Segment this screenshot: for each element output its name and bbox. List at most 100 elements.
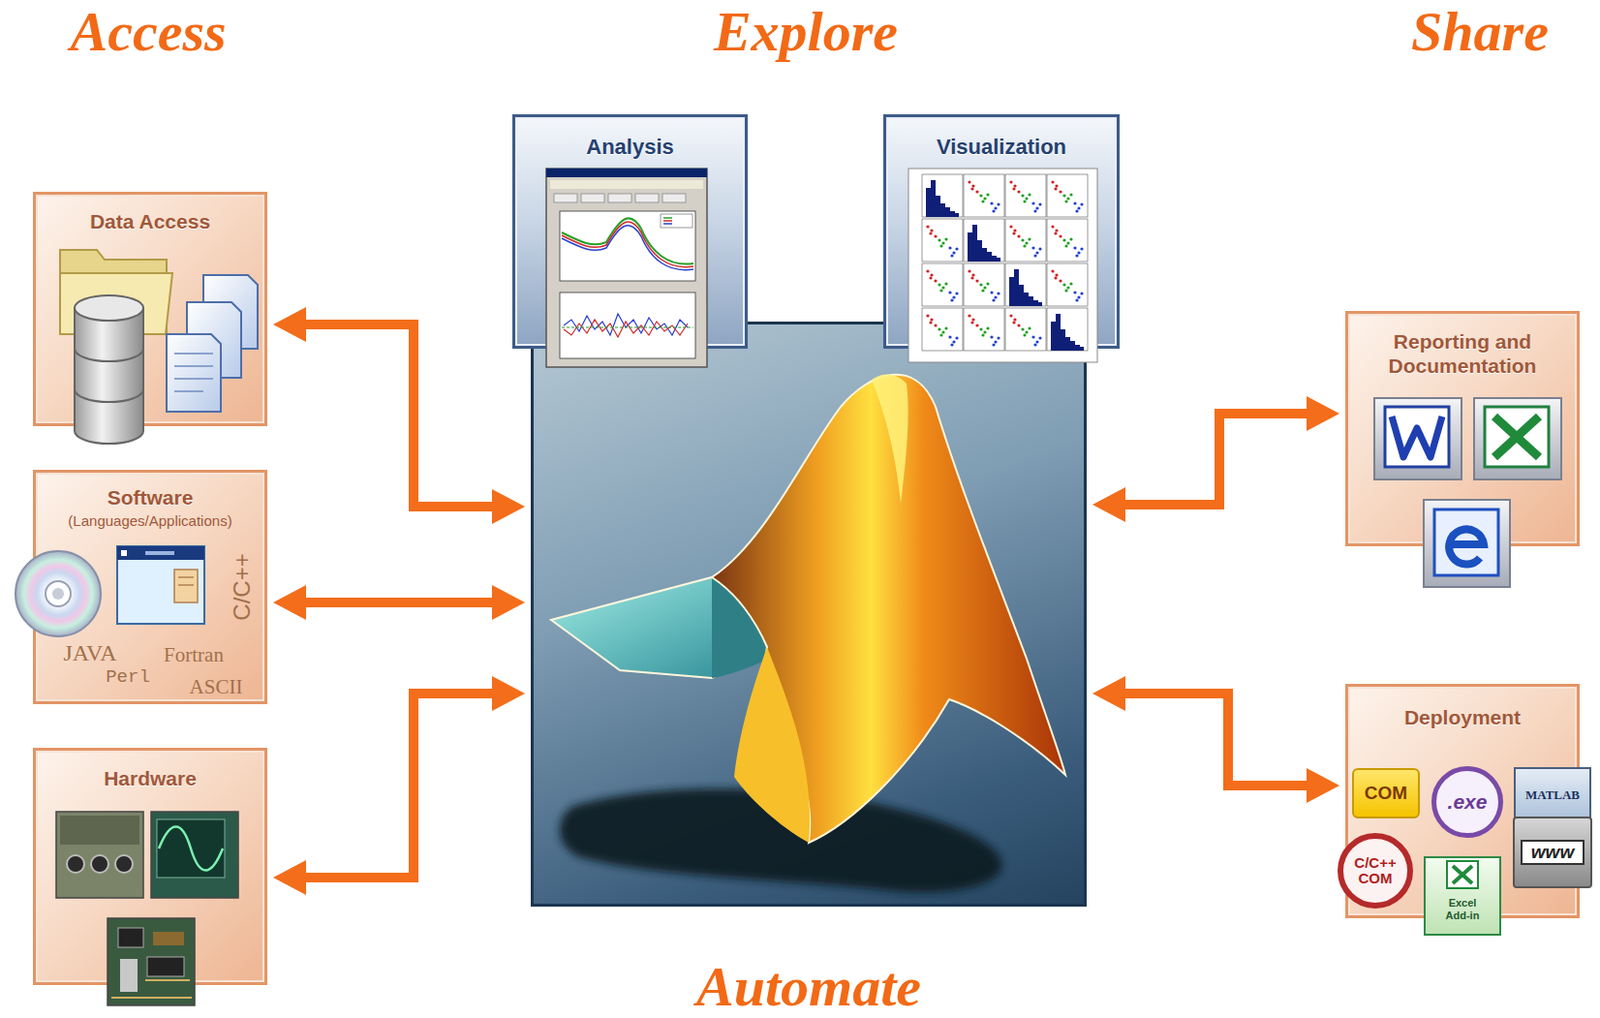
data-access-icons-part (174, 377, 214, 380)
analysis-screenshot-part (662, 193, 686, 203)
analysis-screenshot (546, 168, 708, 368)
stage-heading: Explore (660, 3, 952, 61)
stage-heading: Share (1363, 3, 1597, 61)
box-text: JAVA (62, 640, 117, 667)
hardware-photos-part (156, 819, 225, 878)
visualization-plot-matrix-part (1005, 218, 1047, 262)
analysis-screenshot-part (663, 222, 673, 225)
arrow-head (1092, 676, 1126, 711)
visualization-plot-matrix-part (922, 307, 963, 351)
excel-add-in-icon-part (1446, 861, 1478, 889)
arrow-head (1306, 768, 1340, 803)
visualization-plot-matrix-part (922, 218, 963, 262)
visualization-plot-matrix (908, 168, 1098, 363)
analysis-screenshot-part (559, 292, 696, 359)
box-title: Excel Add-in (1441, 896, 1484, 922)
arrow-line (304, 597, 494, 608)
box-text: ASCII (189, 675, 244, 700)
analysis-screenshot-part (663, 219, 673, 222)
visualization-plot-matrix-part (1005, 263, 1047, 307)
visualization-plot-matrix-part (963, 174, 1005, 217)
matlab-membrane-logo (551, 373, 1066, 893)
visualization-plot-matrix-part (1046, 307, 1088, 351)
data-access-icons-part (74, 389, 144, 402)
visualization-plot-matrix-part (922, 174, 963, 217)
visualization-plot-matrix-part (922, 263, 963, 307)
data-access-icons-part (174, 390, 204, 393)
com-badge: COM (1352, 768, 1420, 819)
data-access-icons-part (74, 348, 144, 362)
analysis-screenshot-part (550, 180, 704, 189)
office-icons (1374, 398, 1562, 587)
box-title: Data Access (35, 210, 265, 234)
analysis-screenshot-part (559, 211, 696, 281)
box-title: Hardware (35, 767, 265, 791)
software-icons-part (52, 587, 64, 600)
arrow-head (492, 489, 525, 524)
software-icons-part (117, 546, 205, 560)
office-icons-part (1434, 509, 1499, 576)
arrow-head (273, 307, 307, 342)
arrow-head (1306, 396, 1340, 431)
web-badge: www (1512, 816, 1593, 889)
arrow-line (304, 324, 494, 507)
excel-add-in-icon (1446, 861, 1478, 889)
office-icons-part (1391, 416, 1443, 458)
double-arrow-connector (273, 676, 525, 895)
analysis-screenshot-part (553, 193, 578, 203)
analysis-screenshot-part (563, 313, 688, 336)
software-icons-part (15, 551, 101, 637)
analysis-screenshot-part (563, 319, 688, 338)
arrow-head (492, 584, 525, 620)
hardware-photos (56, 811, 239, 1006)
software-icons-part (178, 576, 194, 579)
exe-badge: .exe (1428, 765, 1507, 839)
arrow-line (1123, 413, 1309, 505)
visualization-plot-matrix-part (908, 168, 1098, 363)
hardware-photos-part (111, 996, 192, 999)
office-icons-part (1384, 406, 1449, 467)
data-access-icons-part (166, 334, 221, 412)
box-text: Perl (105, 666, 151, 688)
hardware-photos-part (151, 811, 239, 898)
excel-add-in-icon-part (1452, 865, 1473, 884)
analysis-screenshot-part (561, 221, 694, 268)
analysis-screenshot-part (660, 214, 693, 228)
hardware-photos-part (66, 855, 85, 873)
box-title: MATLAB (1515, 769, 1590, 822)
hardware-photos-part (147, 956, 185, 977)
box-title: Visualization (886, 134, 1117, 160)
analysis-screenshot-part (608, 193, 632, 203)
office-icons-part (1423, 499, 1510, 587)
arrow-line (1123, 693, 1309, 786)
hardware-photos-part (60, 815, 140, 845)
office-icons-part (1494, 416, 1539, 458)
analysis-screenshot-part (546, 168, 708, 368)
data-access-icons-part (174, 352, 214, 355)
visualization-plot-matrix-part (963, 218, 1005, 262)
arrow-head (1092, 487, 1126, 523)
software-icons (15, 546, 205, 637)
visualization-plot-matrix-part (1005, 174, 1047, 217)
matlab-badge: MATLAB (1513, 767, 1592, 824)
box-title: Reporting and Documentation (1377, 329, 1548, 378)
box-text: C/C++ (228, 553, 256, 620)
double-arrow-connector (1092, 676, 1340, 803)
data-access-icons (60, 249, 258, 444)
stage-heading: Access (31, 3, 265, 61)
software-icons-part (145, 551, 175, 555)
analysis-screenshot-part (663, 216, 673, 219)
visualization-plot-matrix-part (963, 263, 1005, 307)
arrow-head (492, 676, 525, 711)
visualization-plot-matrix-part (1046, 263, 1088, 307)
hardware-photos-part (153, 931, 185, 946)
matlab-membrane-logo-part (871, 373, 909, 504)
arrow-head (273, 860, 307, 895)
office-icons-part (1474, 398, 1562, 480)
box-text: (Languages/Applications) (35, 512, 265, 529)
double-arrow-connector (273, 307, 525, 524)
software-icons-part (45, 581, 71, 607)
box-title: Automate (533, 958, 1084, 1016)
hardware-photos-part (118, 927, 144, 948)
box-title: www (1520, 839, 1585, 865)
